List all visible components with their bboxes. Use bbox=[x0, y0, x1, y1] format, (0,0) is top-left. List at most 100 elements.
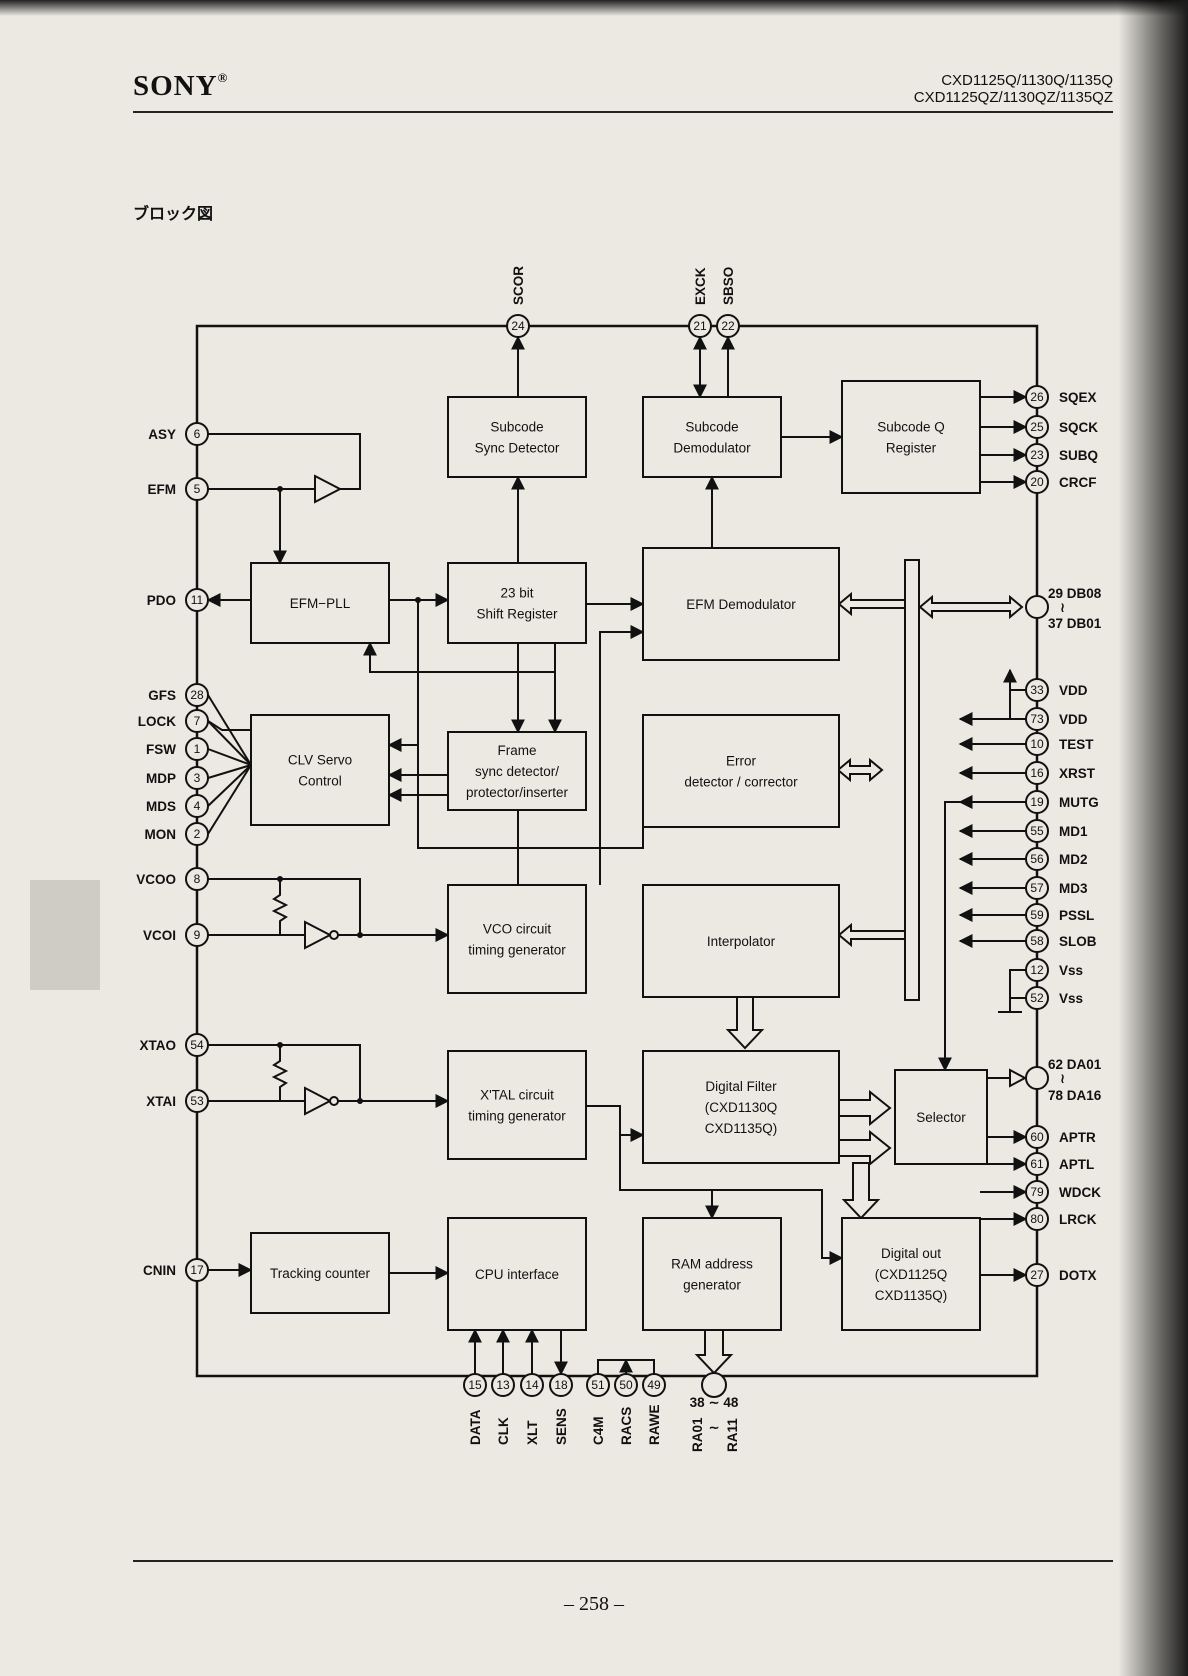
pin-name: Vss bbox=[1059, 963, 1083, 978]
bus-ra bbox=[701, 1372, 727, 1398]
pin-number: 25 bbox=[1030, 420, 1044, 434]
pin-name: GFS bbox=[148, 688, 176, 703]
pin-number: 56 bbox=[1030, 852, 1044, 866]
block-cpu-if: CPU interface bbox=[447, 1217, 587, 1331]
pin-number: 9 bbox=[194, 928, 201, 942]
pin-number: 57 bbox=[1030, 881, 1044, 895]
section-title: ブロック図 bbox=[133, 206, 214, 223]
block-selector: Selector bbox=[894, 1069, 988, 1165]
pin-number: 22 bbox=[721, 319, 735, 333]
block-label: Demodulator bbox=[673, 441, 751, 456]
brand-logo: SONY® bbox=[133, 70, 229, 102]
pin-name: ASY bbox=[148, 427, 176, 442]
block-label: Interpolator bbox=[707, 934, 776, 949]
pin-number: 54 bbox=[190, 1038, 204, 1052]
part-number-line2: CXD1125QZ/1130QZ/1135QZ bbox=[913, 89, 1113, 106]
pin-name: RAWE bbox=[647, 1405, 662, 1446]
pin-name: EFM bbox=[148, 482, 177, 497]
pin-name: LOCK bbox=[138, 714, 176, 729]
block-label: Digital out bbox=[881, 1246, 941, 1261]
pin-number: 6 bbox=[194, 427, 201, 441]
block-label: Selector bbox=[916, 1110, 966, 1125]
pin-number: 16 bbox=[1030, 766, 1044, 780]
pin-number: 4 bbox=[194, 799, 201, 813]
block-label: CXD1135Q) bbox=[705, 1121, 778, 1136]
block-label: CXD1135Q) bbox=[875, 1288, 948, 1303]
pin-asy: 6 ASY bbox=[148, 422, 209, 446]
pin-name: XLT bbox=[525, 1420, 540, 1445]
pin-number: 18 bbox=[554, 1378, 568, 1392]
pin-number: 24 bbox=[511, 319, 525, 333]
pin-name: Vss bbox=[1059, 991, 1083, 1006]
block-label: Register bbox=[886, 441, 937, 456]
pin-number: 23 bbox=[1030, 448, 1044, 462]
block-label: (CXD1130Q bbox=[705, 1100, 778, 1115]
vco-inverter bbox=[304, 920, 333, 950]
pin-number: 33 bbox=[1030, 683, 1044, 697]
bus-da bbox=[1025, 1066, 1049, 1090]
pin-number: 52 bbox=[1030, 991, 1044, 1005]
bus-arrow-db bbox=[918, 594, 1024, 620]
block-label: VCO circuit bbox=[483, 922, 552, 937]
pin-name: DOTX bbox=[1059, 1268, 1097, 1283]
pin-name: SBSO bbox=[721, 267, 736, 305]
pin-number: 7 bbox=[194, 714, 201, 728]
bus-ra-range: 38 ∼ 48 bbox=[690, 1395, 739, 1410]
bus-db-top: 29 DB08 bbox=[1048, 586, 1102, 601]
block-label: Digital Filter bbox=[705, 1079, 777, 1094]
block-subcode-q: Subcode Q Register bbox=[841, 380, 981, 494]
pin-xrst: 16 XRST bbox=[1025, 761, 1096, 785]
block-label: Shift Register bbox=[476, 607, 558, 622]
block-label: 23 bit bbox=[500, 586, 533, 601]
bus-da-bot: 78 DA16 bbox=[1048, 1088, 1102, 1103]
pin-name: XRST bbox=[1059, 766, 1096, 781]
pin-number: 20 bbox=[1030, 475, 1044, 489]
pin-vss: 52 Vss bbox=[1025, 986, 1083, 1010]
block-label: Subcode Q bbox=[877, 420, 945, 435]
block-label: protector/inserter bbox=[466, 785, 569, 800]
pin-name: FSW bbox=[146, 742, 176, 757]
pin-name: VCOO bbox=[136, 872, 176, 887]
pin-number: 15 bbox=[468, 1378, 482, 1392]
pin-name: MD1 bbox=[1059, 824, 1088, 839]
pin-number: 80 bbox=[1030, 1212, 1044, 1226]
pin-name: C4M bbox=[591, 1416, 606, 1445]
part-number-line1: CXD1125Q/1130Q/1135Q bbox=[941, 72, 1113, 89]
block-label: X'TAL circuit bbox=[480, 1088, 554, 1103]
pin-name: VCOI bbox=[143, 928, 176, 943]
block-label: generator bbox=[683, 1278, 741, 1293]
pin-name: CRCF bbox=[1059, 475, 1097, 490]
pin-number: 3 bbox=[194, 771, 201, 785]
pin-number: 10 bbox=[1030, 737, 1044, 751]
pin-name: MDP bbox=[146, 771, 176, 786]
pin-name: VDD bbox=[1059, 712, 1088, 727]
pin-mdp: 3 MDP bbox=[146, 766, 209, 790]
block-label: Subcode bbox=[490, 420, 543, 435]
block-label: Subcode bbox=[685, 420, 738, 435]
bus-ra-top: RA01 bbox=[690, 1417, 705, 1452]
bus-db-bot: 37 DB01 bbox=[1048, 616, 1102, 631]
